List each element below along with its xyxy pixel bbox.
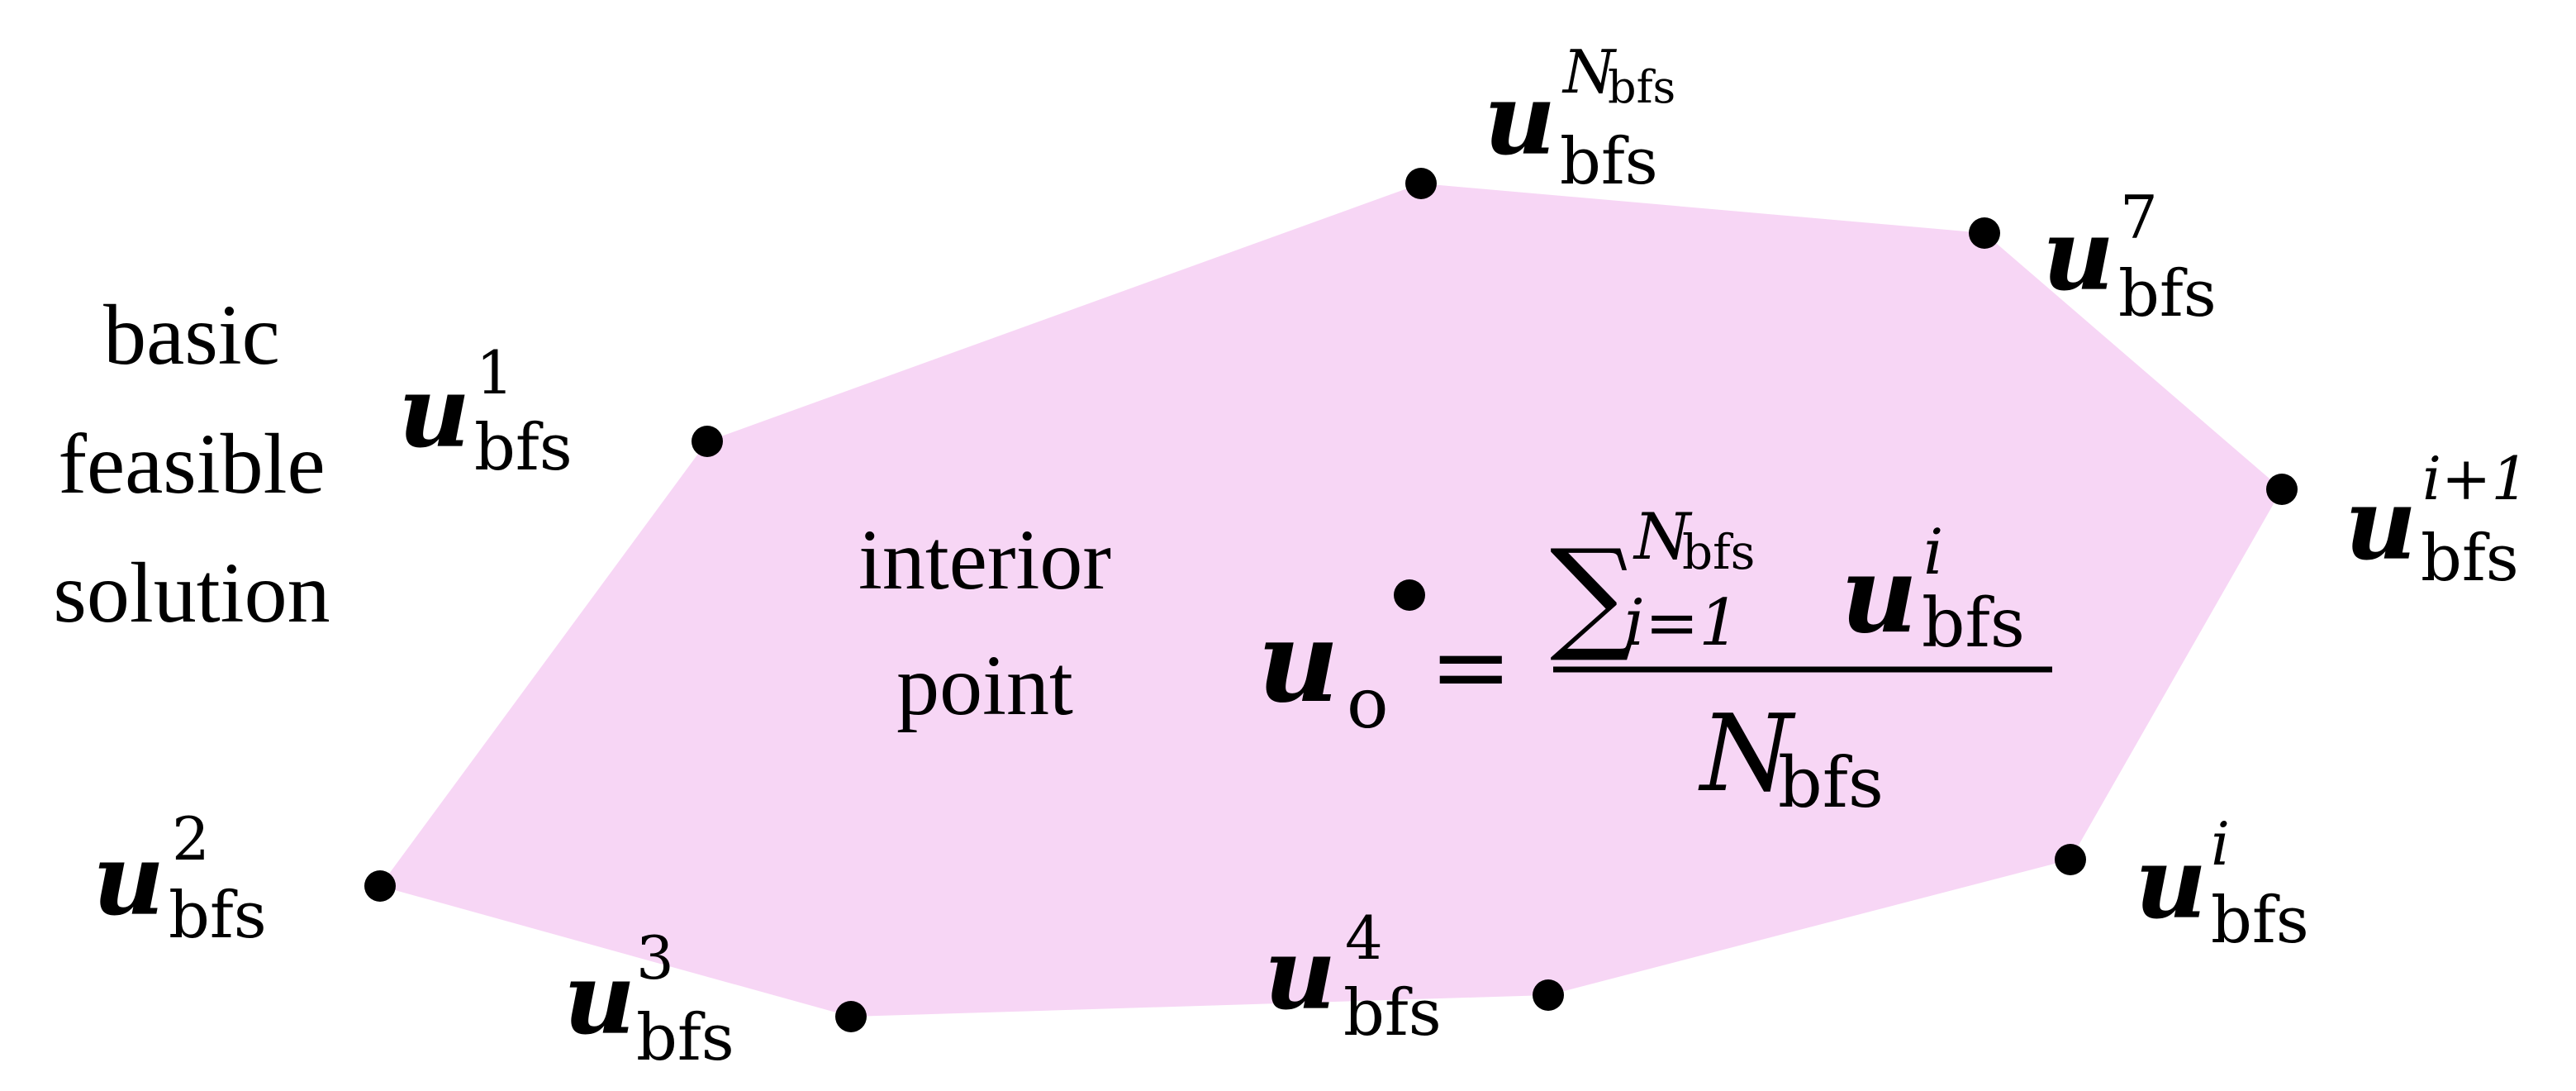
vertex-dot-3 (835, 1001, 867, 1032)
superscript: i+1 (2422, 444, 2529, 513)
vector-u-symbol: u (398, 354, 470, 470)
vertex-label-1: u 1 bfs (398, 338, 573, 485)
superscript: 4 (1345, 903, 1383, 973)
label-line-solution: solution (53, 546, 330, 641)
centroid-formula: u o = ∑ N bfs i=1 u i bfs N bfs (1257, 500, 2052, 823)
subscript: bfs (2211, 884, 2309, 958)
vector-u-symbol: u (2345, 466, 2417, 583)
denominator-N: N (1698, 693, 1796, 816)
vector-u-symbol: u (2042, 197, 2114, 313)
sum-upper-limit-subscript: bfs (1682, 524, 1755, 580)
subscript: bfs (1560, 125, 1658, 199)
vertex-dot-7 (1969, 217, 2000, 249)
interior-point-label: interior point (858, 512, 1111, 733)
superscript: 3 (636, 923, 674, 993)
superscript: 7 (2120, 183, 2158, 252)
interior-u-symbol: u (1257, 596, 1339, 728)
superscript: 2 (172, 804, 210, 874)
vertex-label-i-plus-1: u i+1 bfs (2345, 444, 2529, 596)
vertex-dot-i-plus-1 (2266, 474, 2298, 505)
term-u-symbol: u (1841, 533, 1918, 657)
vector-u-symbol: u (93, 822, 164, 938)
superscript: i (2211, 809, 2230, 879)
feasible-region-polygon (380, 183, 2282, 1017)
basic-feasible-solution-label: basic feasible solution (53, 288, 330, 641)
sum-lower-limit: i=1 (1624, 586, 1740, 660)
vector-u-symbol: u (1484, 61, 1556, 178)
vector-u-symbol: u (2135, 825, 2207, 941)
vector-u-symbol: u (1264, 916, 1336, 1032)
vertex-label-N: u N bfs bfs (1484, 37, 1675, 199)
subscript: bfs (169, 879, 267, 953)
sum-upper-limit: N (1633, 500, 1693, 574)
vertex-label-3: u 3 bfs (563, 923, 734, 1075)
label-line-feasible: feasible (58, 417, 325, 512)
vertex-label-i: u i bfs (2135, 809, 2309, 958)
superscript-subscript: bfs (1608, 61, 1675, 113)
vertex-label-2: u 2 bfs (93, 804, 267, 953)
subscript: bfs (2421, 522, 2519, 596)
vertex-label-4: u 4 bfs (1264, 903, 1442, 1051)
sum-symbol: ∑ (1550, 523, 1637, 665)
vector-u-symbol: u (563, 941, 635, 1057)
vertex-dot-1 (692, 426, 723, 457)
term-subscript: bfs (1922, 584, 2025, 663)
interior-subscript: o (1347, 663, 1389, 744)
superscript: 1 (476, 338, 514, 407)
vertex-label-7: u 7 bfs (2042, 183, 2217, 331)
subscript: bfs (474, 411, 573, 485)
label-line-basic: basic (103, 288, 280, 383)
subscript: bfs (636, 1001, 734, 1075)
vertex-dot-4 (1533, 979, 1564, 1011)
interior-point-dot (1394, 579, 1425, 611)
subscript: bfs (2118, 257, 2217, 331)
term-superscript: i (1923, 515, 1943, 588)
vertex-dot-i (2055, 844, 2086, 875)
superscript: N (1561, 37, 1618, 107)
label-line-interior: interior (858, 512, 1111, 607)
denominator-subscript: bfs (1778, 742, 1884, 823)
subscript: bfs (1343, 976, 1442, 1051)
equals-sign: = (1429, 610, 1513, 725)
vertex-dot-2 (364, 870, 396, 902)
vertex-dot-N (1405, 168, 1437, 199)
label-line-point: point (896, 638, 1073, 733)
